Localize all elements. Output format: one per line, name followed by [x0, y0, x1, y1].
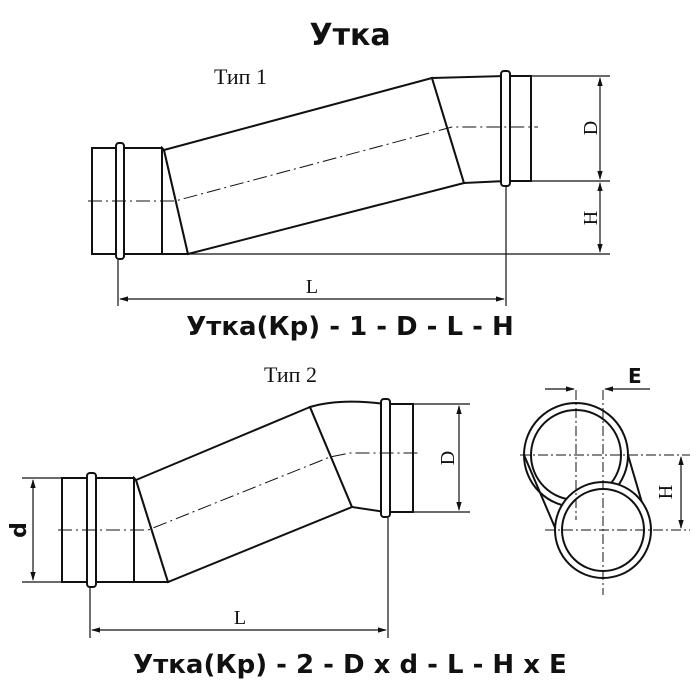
type1-main-body [162, 76, 466, 256]
type2-dim-d-label: d [7, 522, 32, 538]
type1-left-nipple [91, 147, 163, 255]
type1-right-seal-ring [500, 70, 511, 187]
type1-formula: Утка(Кр) - 1 - D - L - H [186, 312, 514, 342]
type2-dim-H-label: H [655, 485, 677, 499]
type2-dim-E-label: E [628, 364, 642, 388]
type1-dim-D-label: D [580, 121, 602, 135]
type2-dim-D-label: D [437, 451, 459, 465]
type1-centerline [88, 126, 538, 202]
type1-duct-drawing [91, 70, 532, 260]
type2-dimensions [22, 403, 470, 638]
type1-dim-L-label: L [306, 276, 318, 298]
type1-dimensions [117, 75, 610, 306]
type2-main-body [134, 405, 354, 584]
type1-dim-H-label: H [580, 211, 602, 225]
type2-left-nipple [61, 477, 135, 583]
type2-formula: Утка(Кр) - 2 - D x d - L - H x E [133, 650, 567, 680]
type2-end-view [520, 390, 690, 595]
type1-label: Тип 1 [214, 64, 267, 89]
type2-dim-L-label: L [234, 607, 246, 629]
type2-centerline [58, 452, 420, 531]
type2-duct-drawing [61, 398, 414, 588]
type2-label: Тип 2 [264, 362, 317, 387]
type2-right-seal-ring [380, 398, 391, 518]
page-title: Утка [309, 18, 391, 53]
